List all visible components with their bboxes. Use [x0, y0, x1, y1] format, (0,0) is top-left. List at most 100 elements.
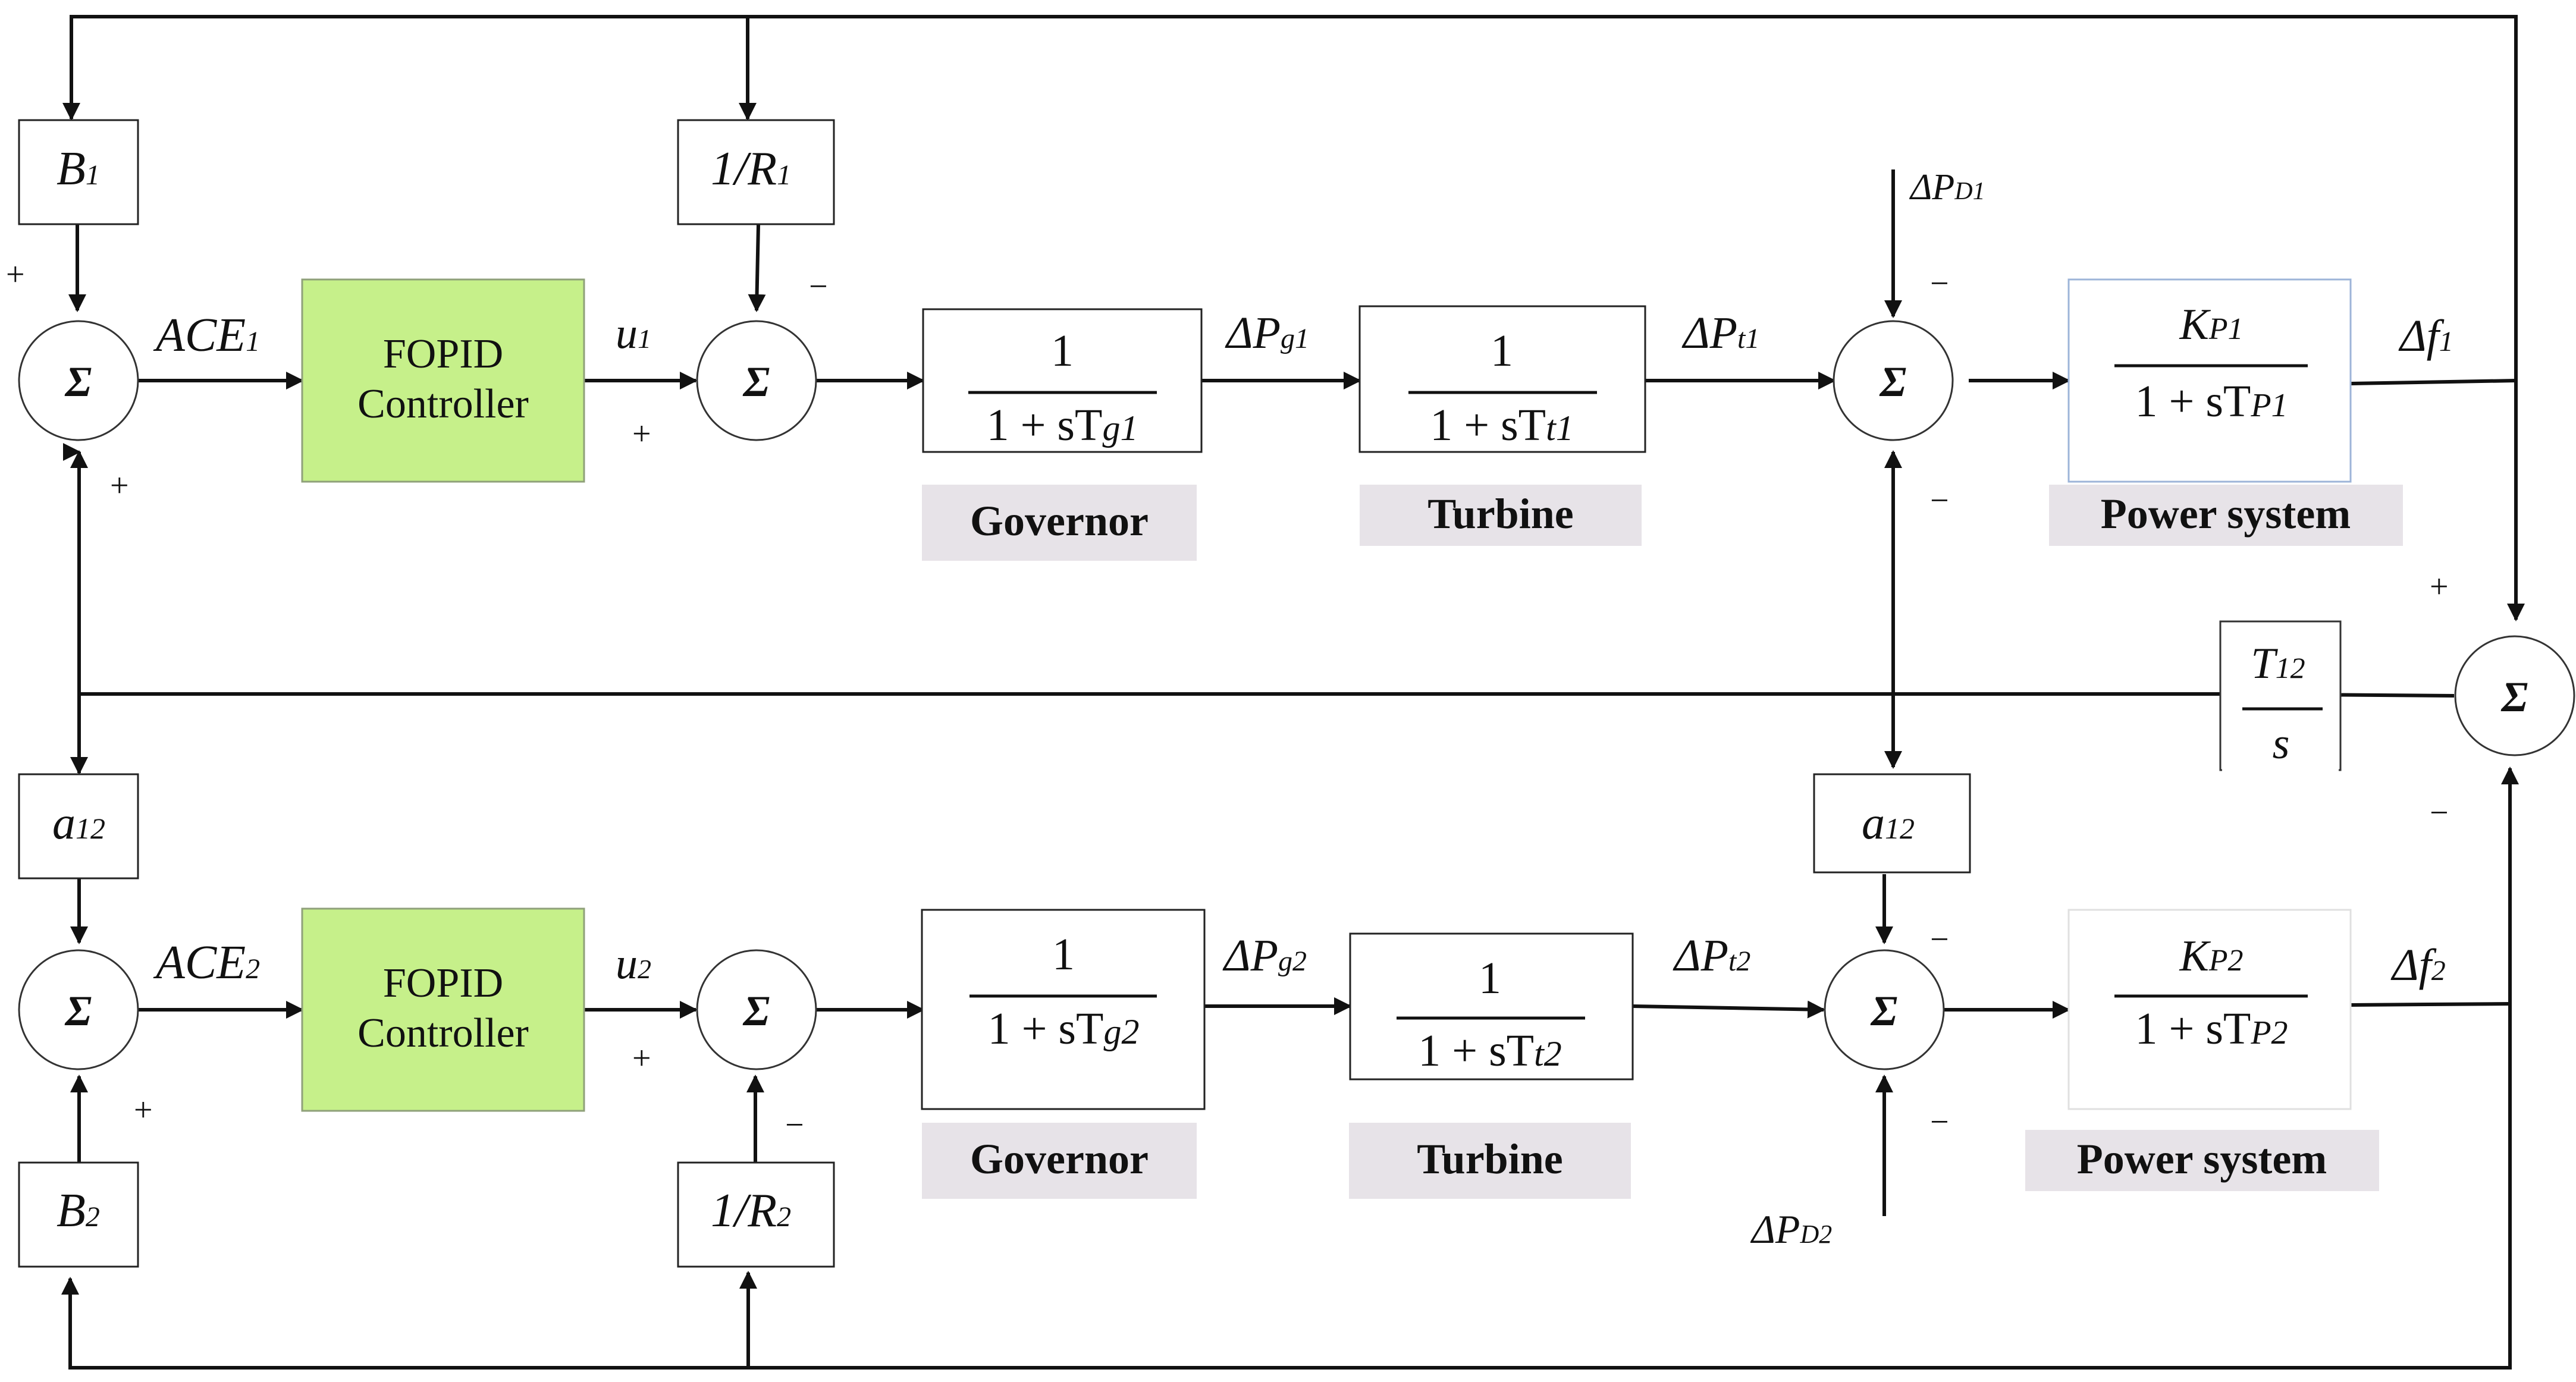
dpt2-label: ΔP [1673, 931, 1728, 981]
area-2: Σ + ACE2 FOPID Controller u2 + Σ − 1 1 +… [18, 907, 2446, 1268]
power-system-2-label: Power system [2077, 1135, 2327, 1183]
svg-text:1 + sTP2: 1 + sTP2 [2135, 1004, 2288, 1054]
turbine-1-label: Turbine [1427, 490, 1573, 538]
svg-text:u2: u2 [616, 940, 651, 988]
sign-minus: − [785, 1107, 804, 1144]
controller-line1: FOPID [383, 331, 503, 377]
power-system-1-label: Power system [2101, 490, 2351, 538]
svg-text:a12: a12 [52, 797, 105, 849]
r1-symbol: 1/R [711, 143, 777, 195]
svg-text:B1: B1 [57, 143, 100, 195]
sign-plus: + [632, 416, 651, 453]
summing-junction-1 [18, 320, 139, 441]
summing-junction-2 [696, 320, 817, 441]
sigma-label: Σ [64, 987, 92, 1035]
svg-text:ΔPD1: ΔPD1 [1909, 167, 1985, 208]
svg-text:Δf1: Δf1 [2398, 311, 2453, 361]
a12-left-block [18, 773, 139, 880]
svg-text:ΔPg2: ΔPg2 [1222, 931, 1307, 981]
u2-label: u [616, 940, 638, 988]
svg-text:KP1: KP1 [2179, 300, 2243, 349]
dpt1-label: ΔP [1681, 308, 1737, 358]
svg-text:1 + sTP1: 1 + sTP1 [2135, 376, 2288, 426]
dpg2-label: ΔP [1222, 931, 1278, 981]
dpg1-label: ΔP [1225, 308, 1281, 358]
power-system-1-block [2067, 278, 2352, 483]
governor-1-label-bg [922, 485, 1197, 561]
svg-text:1/R1: 1/R1 [711, 143, 791, 195]
governor-2-block [921, 909, 1206, 1110]
svg-text:u1: u1 [616, 309, 651, 358]
sign-plus: + [6, 256, 25, 293]
svg-text:Δf2: Δf2 [2390, 940, 2446, 990]
governor-1-numerator: 1 [1051, 326, 1074, 376]
svg-text:T12: T12 [2251, 639, 2305, 688]
governor-2-numerator: 1 [1052, 929, 1075, 979]
ps1-denominator: 1 + sT [2135, 376, 2251, 426]
svg-text:ΔPD2: ΔPD2 [1750, 1207, 1832, 1252]
sign-minus: − [809, 268, 828, 305]
svg-text:ΔPt2: ΔPt2 [1673, 931, 1750, 981]
sign-minus: − [1930, 482, 1949, 519]
bias-b1-block [18, 119, 139, 225]
a12-left-symbol: a [52, 797, 76, 849]
turbine-1-label-bg [1360, 485, 1642, 546]
power-system-1-label-bg [2049, 485, 2403, 546]
turbine-2-denominator: 1 + sT [1418, 1026, 1534, 1076]
governor-2-label-bg [922, 1123, 1197, 1199]
sign-plus: + [632, 1040, 651, 1077]
b1-symbol: B [57, 143, 86, 195]
turbine-2-block [1349, 932, 1634, 1081]
svg-text:ACE1: ACE1 [153, 309, 260, 362]
a12-right-symbol: a [1862, 797, 1885, 849]
sign-plus: + [2430, 568, 2449, 605]
sign-plus: + [110, 467, 129, 504]
sign-minus: − [2430, 794, 2449, 831]
sign-minus: − [1930, 921, 1949, 958]
svg-text:a12: a12 [1862, 797, 1915, 849]
governor-1-denominator: 1 + sT [987, 400, 1103, 450]
summing-junction-6 [696, 949, 817, 1070]
dpd1-label: ΔP [1909, 167, 1954, 208]
svg-text:KP2: KP2 [2179, 932, 2243, 981]
sigma-label: Σ [1879, 358, 1907, 406]
droop-r2-block [677, 1161, 835, 1268]
turbine-1-block [1358, 305, 1646, 453]
droop-r1-block [677, 119, 835, 225]
governor-1-block [922, 308, 1203, 453]
controller-line2: Controller [357, 381, 529, 427]
power-system-2-block [2067, 909, 2352, 1110]
svg-text:1 + sTg2: 1 + sTg2 [988, 1004, 1140, 1054]
governor-2-label: Governor [970, 1135, 1149, 1183]
svg-text:ΔPt1: ΔPt1 [1681, 308, 1759, 358]
governor-1-label: Governor [970, 497, 1149, 545]
svg-text:ACE2: ACE2 [153, 937, 260, 989]
controller-line1: FOPID [383, 960, 503, 1006]
sigma-label: Σ [64, 358, 92, 406]
t12-symbol: T [2251, 639, 2278, 688]
tie-line-t12-block [2219, 620, 2342, 771]
r2-symbol: 1/R [711, 1185, 777, 1237]
ps2-denominator: 1 + sT [2135, 1004, 2251, 1054]
a12-right-block [1813, 773, 1971, 874]
df1-label: Δf [2398, 311, 2445, 361]
ps2-numerator: K [2179, 932, 2211, 981]
ace2-label: ACE [153, 937, 246, 989]
ace1-label: ACE [153, 309, 246, 362]
governor-2-denominator: 1 + sT [988, 1004, 1104, 1054]
turbine-2-numerator: 1 [1479, 953, 1501, 1003]
fopid-controller-1 [301, 278, 585, 483]
turbine-2-label: Turbine [1417, 1135, 1562, 1183]
area-1: B1 1/R1 Σ + + ACE1 FOPID Controller u1 +… [6, 119, 2453, 561]
summing-junction-3 [1833, 320, 1954, 441]
u1-label: u [616, 309, 638, 358]
svg-text:1 + sTt2: 1 + sTt2 [1418, 1026, 1562, 1076]
sigma-label: Σ [2500, 673, 2528, 721]
svg-text:1/R2: 1/R2 [711, 1185, 791, 1237]
turbine-1-denominator: 1 + sT [1430, 400, 1546, 450]
tie-line: T12 s Σ + − a12 a12 [18, 568, 2575, 880]
power-system-2-label-bg [2025, 1130, 2379, 1191]
df2-label: Δf [2390, 940, 2437, 990]
dpd2-label: ΔP [1750, 1207, 1800, 1252]
bias-b2-block [18, 1161, 139, 1268]
